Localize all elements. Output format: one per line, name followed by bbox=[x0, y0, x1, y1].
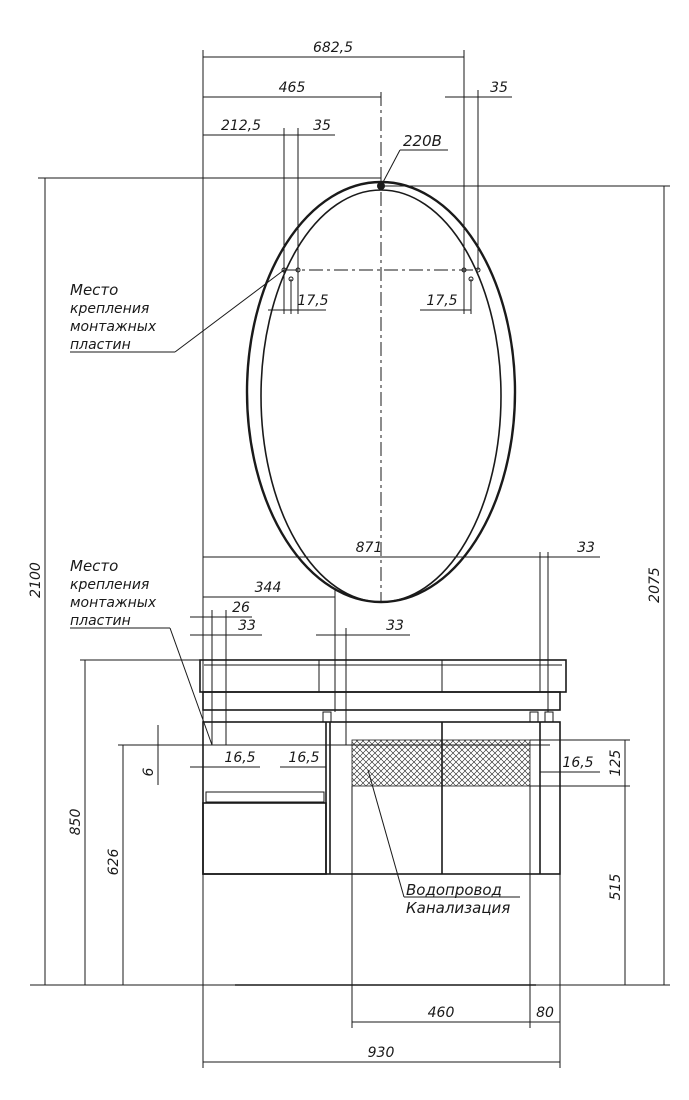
dim-cabinet-width: 871 bbox=[356, 540, 383, 556]
svg-text:Водопровод: Водопровод bbox=[406, 881, 502, 899]
svg-text:пластин: пластин bbox=[70, 613, 131, 629]
dim-plate-right: 17,5 bbox=[426, 293, 457, 309]
dim-mirror-width: 682,5 bbox=[313, 40, 353, 56]
svg-text:Канализация: Канализация bbox=[406, 899, 510, 917]
cabinet-bracket bbox=[529, 711, 539, 723]
dim-plate-16-5-a: 16,5 bbox=[224, 750, 255, 766]
svg-text:Место: Место bbox=[70, 557, 118, 575]
dim-mirror-left-offset2: 35 bbox=[313, 118, 331, 134]
dim-pipe-right: 80 bbox=[536, 1005, 554, 1021]
dim-plate-16-5-c: 16,5 bbox=[562, 755, 593, 771]
cabinet-dimensions bbox=[80, 552, 630, 1068]
mirror bbox=[245, 92, 517, 604]
dim-cabinet-344: 344 bbox=[255, 580, 282, 596]
dim-pipe-zone-height: 125 bbox=[608, 750, 624, 777]
mirror-width-dimensions bbox=[202, 50, 512, 985]
dim-pipe-zone-bottom: 515 bbox=[608, 874, 624, 901]
cabinet-bracket bbox=[322, 711, 332, 723]
cabinet-shelf bbox=[205, 791, 325, 803]
dim-pipe-width: 460 bbox=[428, 1005, 455, 1021]
dim-plate-gap: 6 bbox=[141, 767, 157, 776]
dim-plate-16-5-b: 16,5 bbox=[288, 750, 319, 766]
dim-total-height: 2100 bbox=[28, 562, 44, 598]
dim-plate-height: 626 bbox=[106, 849, 122, 876]
cabinet bbox=[199, 659, 567, 986]
dim-plate-left: 17,5 bbox=[297, 293, 328, 309]
dim-cabinet-height: 850 bbox=[68, 809, 84, 836]
svg-text:Место: Место bbox=[70, 281, 118, 299]
dim-mirror-top-height: 2075 bbox=[647, 567, 663, 603]
svg-text:крепления: крепления bbox=[70, 301, 149, 317]
cabinet-body bbox=[202, 721, 561, 875]
dim-mirror-right-offset: 35 bbox=[490, 80, 508, 96]
svg-text:монтажных: монтажных bbox=[70, 595, 157, 611]
utility-zone-hatch bbox=[351, 739, 531, 787]
label-mount-top: Место крепления монтажных пластин bbox=[70, 269, 285, 353]
cabinet-bracket bbox=[544, 711, 554, 723]
dim-mirror-left-offset: 212,5 bbox=[221, 118, 261, 134]
dim-cabinet-33-mid: 33 bbox=[386, 618, 404, 634]
svg-text:монтажных: монтажных bbox=[70, 319, 157, 335]
dim-cabinet-26: 26 bbox=[232, 600, 250, 616]
label-power: 220В bbox=[403, 132, 442, 150]
svg-text:пластин: пластин bbox=[70, 337, 131, 353]
dim-mirror-half: 465 bbox=[279, 80, 306, 96]
cabinet-top-band bbox=[202, 691, 561, 711]
dim-cabinet-33-left: 33 bbox=[238, 618, 256, 634]
dim-cabinet-right-offset: 33 bbox=[577, 540, 595, 556]
svg-text:крепления: крепления bbox=[70, 577, 149, 593]
label-utilities: Водопровод Канализация bbox=[367, 769, 520, 917]
label-mount-bottom: Место крепления монтажных пластин bbox=[70, 557, 213, 746]
dim-overall-width: 930 bbox=[368, 1045, 395, 1061]
cabinet-drawer bbox=[202, 802, 327, 875]
